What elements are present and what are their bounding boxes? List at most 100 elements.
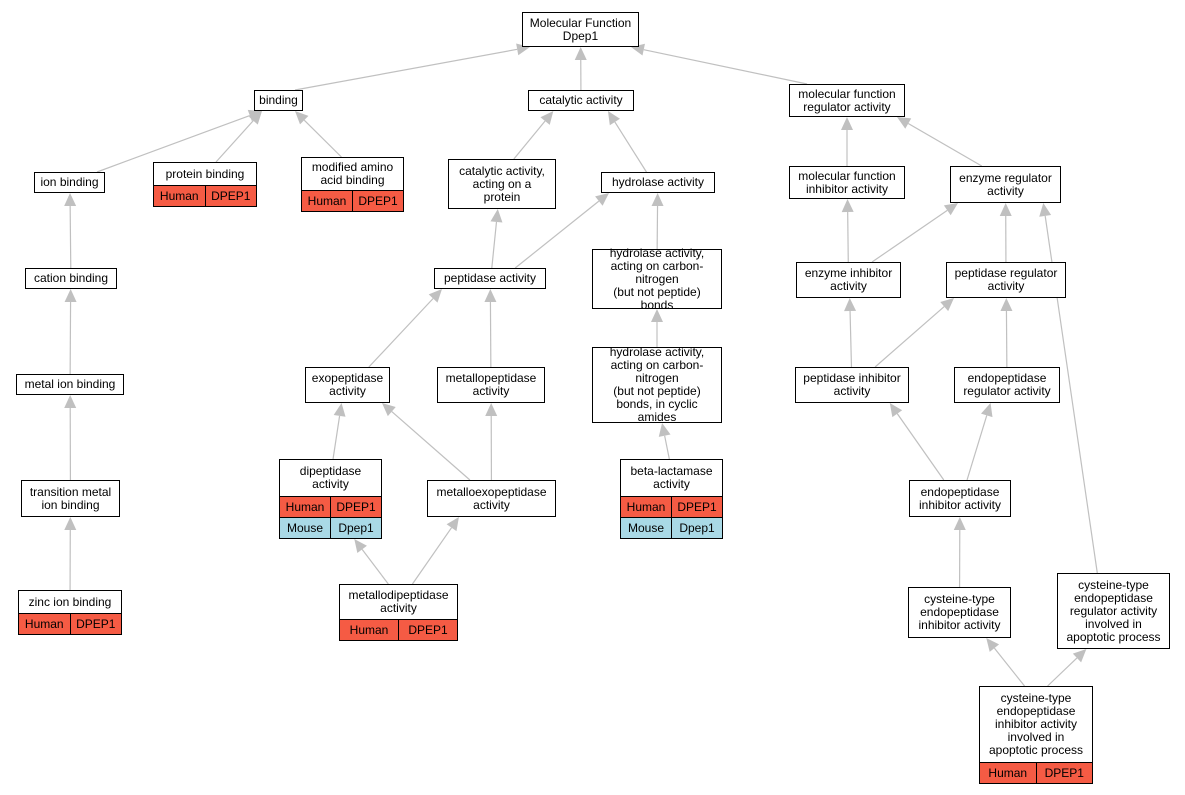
term-label: peptidase regulator activity [954, 266, 1058, 293]
term-label: cysteine-type endopeptidase inhibitor ac… [988, 691, 1084, 757]
term-node-transition-metal[interactable]: transition metal ion binding [21, 480, 120, 517]
species-cell: Human [285, 499, 325, 514]
term-label: peptidase inhibitor activity [803, 371, 901, 398]
edge-mf_regulator-to-root [643, 49, 808, 85]
edge-exopeptidase-to-peptidase_activity [368, 298, 434, 368]
edge-endopeptidase_inhibitor-to-endopeptidase_regulator [966, 415, 988, 481]
arrowhead [897, 117, 912, 129]
arrowhead [889, 403, 903, 418]
term-node-hydrolase-cn-cyclic[interactable]: hydrolase activity, acting on carbon-nit… [592, 346, 722, 424]
arrowhead [428, 289, 442, 303]
gene-cell: Dpep1 [671, 518, 722, 538]
edge-enzyme_regulator-to-mf_regulator [907, 122, 983, 167]
edge-layer [64, 43, 1098, 687]
species-cell: Human [307, 193, 347, 208]
edge-enzyme_inhibitor-to-enzyme_regulator [871, 209, 948, 263]
arrowhead [382, 403, 396, 417]
term-node-peptidase-activity[interactable]: peptidase activity [434, 268, 546, 289]
term-label: enzyme inhibitor activity [804, 266, 893, 293]
term-node-cysteine-inhibitor[interactable]: cysteine-type endopeptidase inhibitor ac… [908, 587, 1011, 638]
arrowhead [354, 539, 367, 553]
term-node-catalytic-activity[interactable]: catalytic activity [528, 90, 634, 111]
edge-beta_lactamase-to-hydrolase_cn_cyclic [664, 435, 670, 460]
edge-metalloexopeptidase-to-exopeptidase [391, 411, 471, 481]
term-node-endopeptidase-regulator[interactable]: endopeptidase regulator activity [954, 367, 1060, 403]
term-label: metallopeptidase activity [445, 371, 537, 398]
term-label: molecular function inhibitor activity [798, 168, 896, 196]
edge-dipeptidase-to-exopeptidase [332, 415, 341, 460]
species-cell: Human [988, 765, 1028, 780]
arrowhead [64, 193, 77, 207]
term-node-hydrolase-cn[interactable]: hydrolase activity, acting on carbon-nit… [592, 246, 722, 311]
term-label: cysteine-type endopeptidase regulator ac… [1066, 577, 1161, 644]
species-cell: Mouse [627, 520, 665, 535]
arrowhead [841, 117, 853, 130]
arrowhead [651, 193, 664, 207]
term-node-cysteine-regulator-apoptotic[interactable]: cysteine-type endopeptidase regulator ac… [1057, 573, 1170, 649]
annotation-row-human: Human DPEP1 [980, 762, 1092, 783]
term-node-hydrolase-activity[interactable]: hydrolase activity [601, 172, 715, 193]
term-node-peptidase-inhibitor[interactable]: peptidase inhibitor activity [795, 367, 909, 403]
term-node-exopeptidase[interactable]: exopeptidase activity [305, 367, 390, 403]
term-label: metallodipeptidase activity [348, 588, 449, 615]
gene-cell: DPEP1 [671, 497, 722, 517]
term-node-mf-inhibitor[interactable]: molecular function inhibitor activity [789, 166, 905, 199]
term-node-cysteine-inhibitor-apoptotic[interactable]: cysteine-type endopeptidase inhibitor ac… [979, 686, 1093, 784]
term-label: binding [259, 93, 298, 107]
arrowhead [844, 298, 857, 312]
term-node-cation-binding[interactable]: cation binding [25, 268, 117, 289]
term-label: transition metal ion binding [29, 484, 112, 512]
arrowhead [540, 111, 554, 125]
arrowhead [64, 289, 77, 303]
arrowhead [64, 395, 77, 409]
edge-peptidase_inhibitor-to-enzyme_inhibitor [849, 310, 853, 368]
arrowhead [940, 298, 954, 312]
edge-metallodipeptidase-to-metalloexopeptidase [411, 527, 453, 585]
term-label: endopeptidase inhibitor activity [918, 484, 1002, 512]
term-label: exopeptidase activity [311, 371, 384, 398]
edge-protein_binding-to-binding [215, 120, 254, 163]
term-node-binding[interactable]: binding [254, 90, 303, 111]
term-node-metal-ion-binding[interactable]: metal ion binding [16, 374, 124, 395]
term-node-root[interactable]: Molecular Function Dpep1 [522, 12, 639, 47]
edge-cysteine_inhibitor_apoptotic-to-cysteine_regulator_apoptotic [1047, 657, 1078, 687]
arrowhead [490, 209, 503, 223]
term-node-endopeptidase-inhibitor[interactable]: endopeptidase inhibitor activity [909, 480, 1011, 517]
arrowhead [607, 111, 620, 126]
species-cell: Human [159, 188, 199, 203]
arrowhead [943, 203, 958, 216]
edge-cysteine_inhibitor_apoptotic-to-cysteine_inhibitor [993, 647, 1025, 687]
edge-peptidase_activity-to-catalytic_on_protein [491, 221, 498, 269]
term-label: cation binding [33, 271, 109, 285]
edge-hydrolase_activity-to-catalytic_activity [614, 121, 647, 173]
term-node-peptidase-regulator[interactable]: peptidase regulator activity [946, 262, 1066, 298]
edge-cation_binding-to-ion_binding [69, 205, 72, 269]
arrowhead [595, 193, 609, 206]
term-node-ion-binding[interactable]: ion binding [34, 172, 105, 193]
term-label: cysteine-type endopeptidase inhibitor ac… [918, 592, 1001, 632]
arrowhead [1000, 298, 1013, 312]
edge-modified_amino_acid_binding-to-binding [303, 119, 342, 158]
term-node-catalytic-on-protein[interactable]: catalytic activity, acting on a protein [448, 159, 556, 209]
term-label: molecular function regulator activity [798, 86, 896, 114]
arrowhead [64, 517, 77, 531]
term-node-metalloexopeptidase[interactable]: metalloexopeptidase activity [427, 480, 556, 517]
arrowhead [295, 111, 309, 125]
gene-cell: DPEP1 [1035, 763, 1093, 783]
term-node-enzyme-inhibitor[interactable]: enzyme inhibitor activity [796, 262, 901, 298]
arrowhead [658, 423, 671, 437]
term-node-mf-regulator[interactable]: molecular function regulator activity [789, 84, 905, 117]
arrowhead [333, 403, 346, 417]
term-node-metallopeptidase[interactable]: metallopeptidase activity [437, 367, 545, 403]
arrowhead [651, 309, 663, 322]
term-node-enzyme-regulator[interactable]: enzyme regulator activity [950, 166, 1061, 203]
term-label: enzyme regulator activity [959, 170, 1052, 198]
